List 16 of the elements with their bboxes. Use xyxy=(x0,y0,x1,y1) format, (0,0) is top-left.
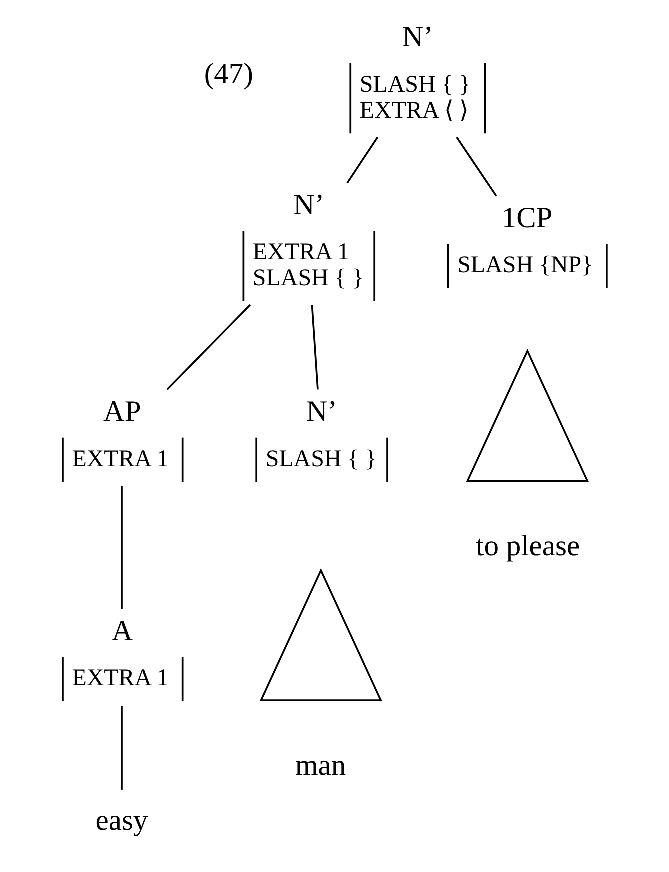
connector xyxy=(121,706,123,790)
connector xyxy=(166,304,251,390)
node-label: to please xyxy=(476,530,580,562)
node-text: AP EXTRA 1 xyxy=(72,396,169,472)
node-label: man xyxy=(295,750,346,782)
node-text: N’ EXTRA 1 SLASH { } xyxy=(252,189,364,292)
connector xyxy=(121,486,123,610)
node-text: N’ SLASH { } EXTRA ⟨ ⟩ xyxy=(360,22,471,124)
connector xyxy=(346,137,378,184)
node-text: A EXTRA 1 xyxy=(72,615,169,692)
node-text: N’ SLASH { } xyxy=(266,396,377,472)
node-text: 1CP SLASH {NP} xyxy=(458,202,594,279)
label: (47) xyxy=(204,58,254,90)
node-text: easy xyxy=(96,805,148,838)
connector xyxy=(311,305,319,390)
connector xyxy=(456,137,498,197)
